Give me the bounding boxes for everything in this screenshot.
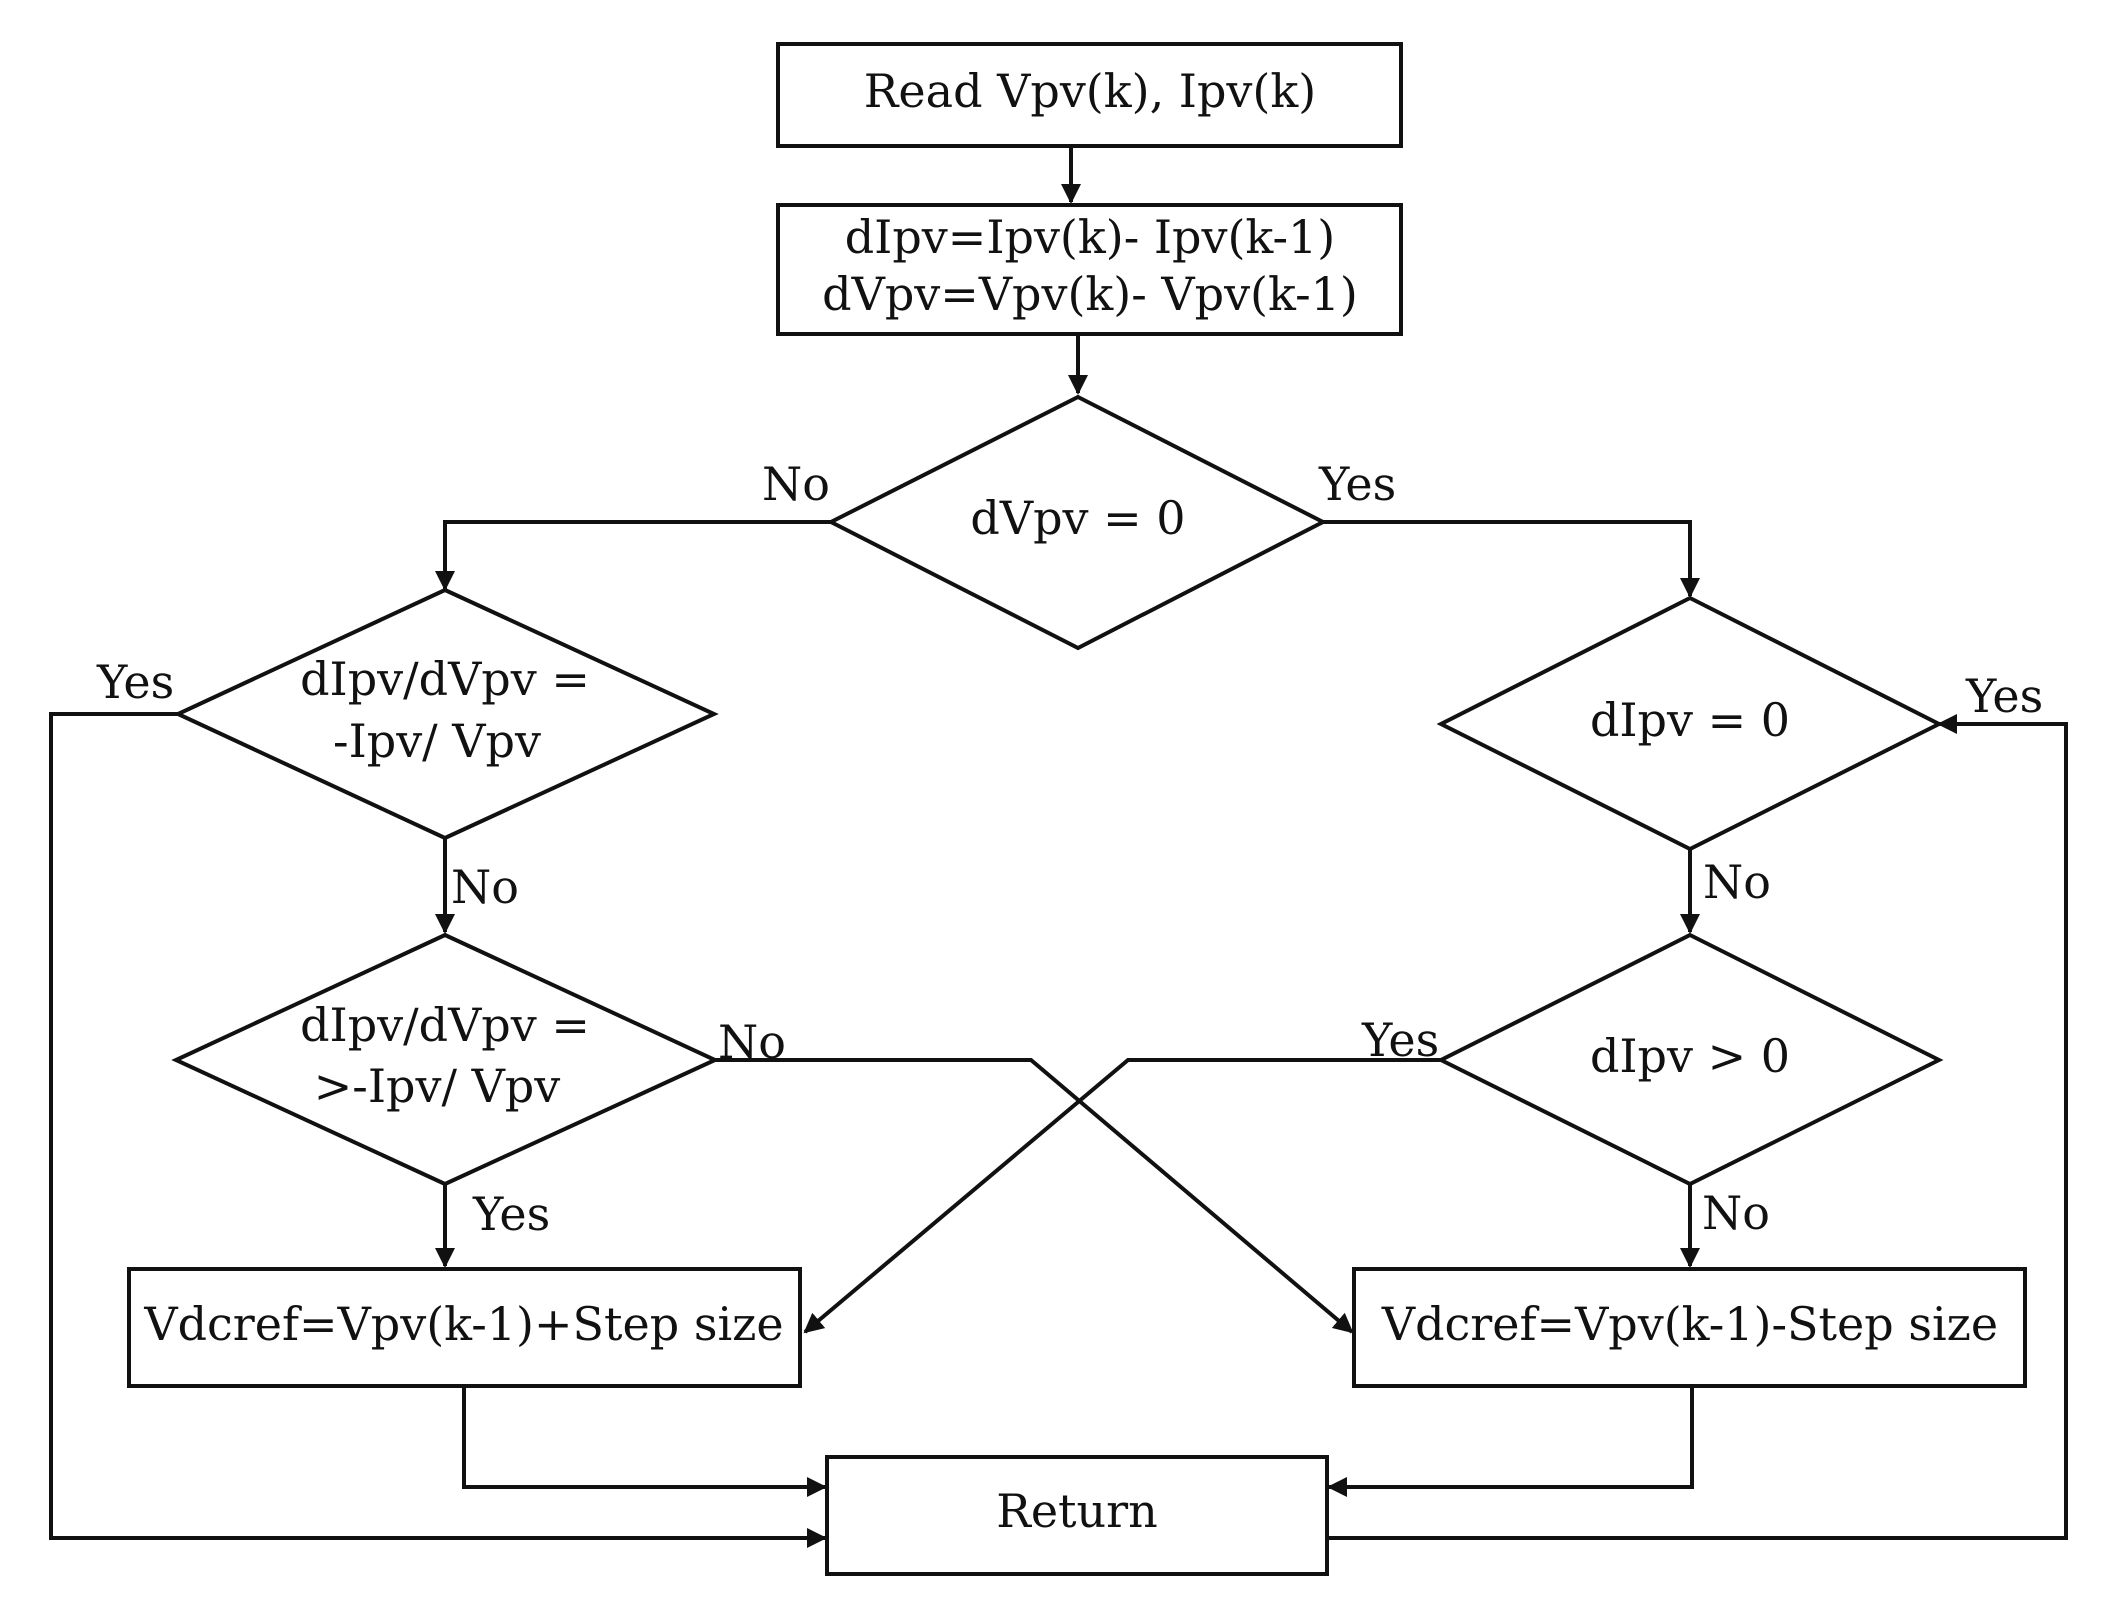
decision-incremental-equal [173, 587, 719, 841]
decrease-reference-text: Vdcref=Vpv(k-1)-Step size [1381, 1297, 1998, 1351]
label-inc-greater-yes: Yes [472, 1187, 550, 1241]
edge-labels: No Yes Yes No No Yes Yes No Yes No [96, 457, 2043, 1241]
return-box [825, 1455, 1329, 1576]
inc-greater-line2: >-Ipv/ Vpv [314, 1059, 560, 1113]
decision-di-zero [1436, 595, 1944, 852]
label-dv-yes: Yes [1318, 457, 1396, 511]
increase-reference-box [127, 1267, 802, 1388]
edge-di0-yes [1329, 714, 2068, 1540]
label-inc-equal-yes: Yes [96, 655, 174, 709]
label-di-positive-no: No [1702, 1186, 1770, 1240]
di-zero-text: dIpv = 0 [1590, 693, 1790, 747]
node-labels: Read Vpv(k), Ipv(k) dIpv=Ipv(k)- Ipv(k-1… [143, 64, 1998, 1538]
compute-di-text: dIpv=Ipv(k)- Ipv(k-1) [845, 210, 1336, 264]
read-inputs-text: Read Vpv(k), Ipv(k) [864, 64, 1316, 118]
label-dv-no: No [762, 457, 830, 511]
connectors [49, 148, 2068, 1548]
read-inputs-box [776, 42, 1403, 148]
edge-inc-eq-yes [49, 712, 827, 1548]
label-di-zero-yes: Yes [1965, 669, 2043, 723]
edge-inc-to-return [462, 1387, 827, 1497]
compute-deltas-box [776, 203, 1403, 336]
decision-incremental-greater [171, 932, 720, 1187]
edge-digt-yes [803, 1058, 1441, 1334]
label-di-positive-yes: Yes [1361, 1013, 1439, 1067]
compute-dv-text: dVpv=Vpv(k)- Vpv(k-1) [822, 267, 1358, 321]
inc-greater-line1: dIpv/dVpv = [300, 998, 590, 1052]
decision-dv-zero [826, 394, 1328, 651]
decision-di-positive [1436, 932, 1944, 1187]
dv-zero-text: dVpv = 0 [970, 491, 1185, 545]
label-di-zero-no: No [1703, 855, 1771, 909]
edge-inc-gt-no [715, 1058, 1354, 1334]
inc-equal-line1: dIpv/dVpv = [300, 652, 590, 706]
decrease-reference-box [1352, 1267, 2027, 1388]
edge-dec-to-return [1327, 1387, 1694, 1497]
increase-reference-text: Vdcref=Vpv(k-1)+Step size [143, 1297, 783, 1351]
label-inc-greater-no: No [718, 1015, 786, 1069]
edge-dv-yes [1323, 520, 1700, 598]
return-text: Return [996, 1484, 1158, 1538]
nodes [127, 42, 2027, 1576]
edge-dv-no [435, 520, 831, 591]
label-inc-equal-no: No [451, 860, 519, 914]
di-positive-text: dIpv > 0 [1590, 1029, 1790, 1083]
inc-equal-line2: -Ipv/ Vpv [333, 714, 541, 768]
